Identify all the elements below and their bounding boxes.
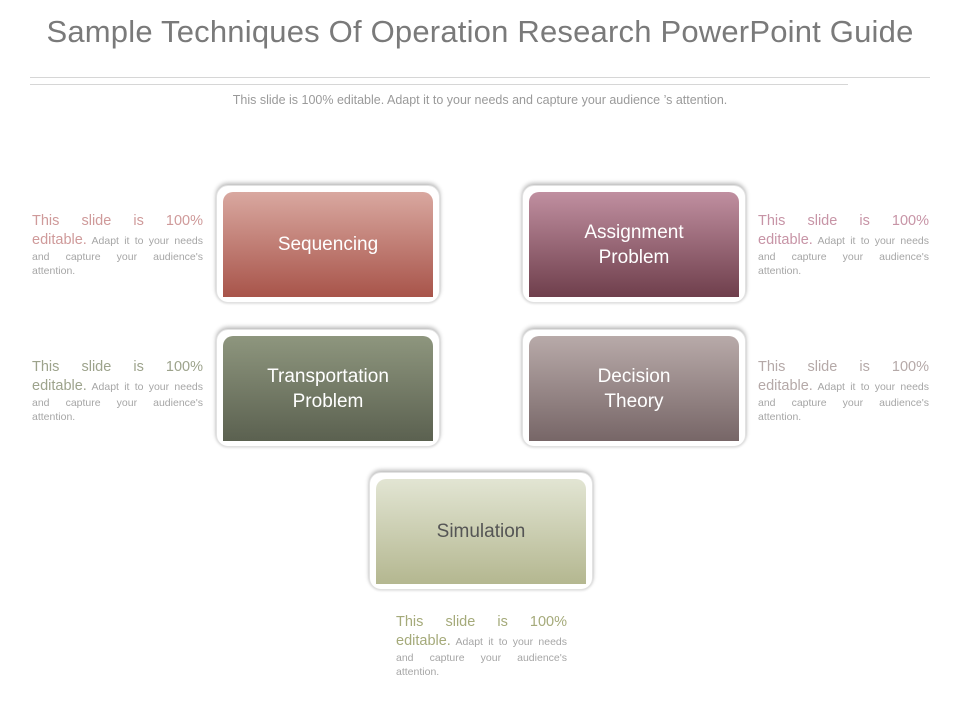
box-transportation-problem-label: Transportation Problem — [267, 365, 389, 412]
description-body: Adapt it to your needs and capture your … — [32, 381, 204, 423]
box-assignment-problem-label: Assignment Problem — [584, 221, 684, 268]
box-sequencing-fill: Sequencing — [223, 192, 433, 297]
title-divider-bottom — [30, 84, 848, 85]
box-assignment-problem: Assignment Problem — [522, 185, 746, 303]
slide-subtitle: This slide is 100% editable. Adapt it to… — [232, 93, 728, 107]
description-lead: This slide is 100% editable. — [32, 213, 203, 248]
description-body: Adapt it to your needs and capture your … — [396, 636, 568, 678]
box-decision-theory-label: Decision Theory — [597, 365, 671, 412]
box-decision-theory-fill: Decision Theory — [529, 336, 739, 441]
description-assignment: This slide is 100% editable. Adapt it to… — [758, 212, 929, 278]
description-simulation: This slide is 100% editable. Adapt it to… — [396, 613, 567, 679]
description-body: Adapt it to your needs and capture your … — [32, 235, 204, 277]
description-transportation: This slide is 100% editable. Adapt it to… — [32, 358, 203, 424]
box-sequencing: Sequencing — [216, 185, 440, 303]
slide-title: Sample Techniques Of Operation Research … — [46, 14, 914, 49]
description-lead: This slide is 100% editable. — [396, 614, 567, 649]
box-simulation: Simulation — [369, 472, 593, 590]
description-sequencing: This slide is 100% editable. Adapt it to… — [32, 212, 203, 278]
description-lead: This slide is 100% editable. — [32, 359, 203, 394]
box-transportation-problem: Transportation Problem — [216, 329, 440, 447]
box-decision-theory: Decision Theory — [522, 329, 746, 447]
title-divider-top — [30, 77, 930, 78]
box-transportation-problem-fill: Transportation Problem — [223, 336, 433, 441]
description-lead: This slide is 100% editable. — [758, 213, 929, 248]
box-sequencing-label: Sequencing — [277, 234, 379, 255]
box-simulation-label: Simulation — [436, 521, 526, 542]
description-body: Adapt it to your needs and capture your … — [758, 235, 930, 277]
description-body: Adapt it to your needs and capture your … — [758, 381, 930, 423]
description-decision: This slide is 100% editable. Adapt it to… — [758, 358, 929, 424]
description-lead: This slide is 100% editable. — [758, 359, 929, 394]
box-assignment-problem-fill: Assignment Problem — [529, 192, 739, 297]
box-simulation-fill: Simulation — [376, 479, 586, 584]
